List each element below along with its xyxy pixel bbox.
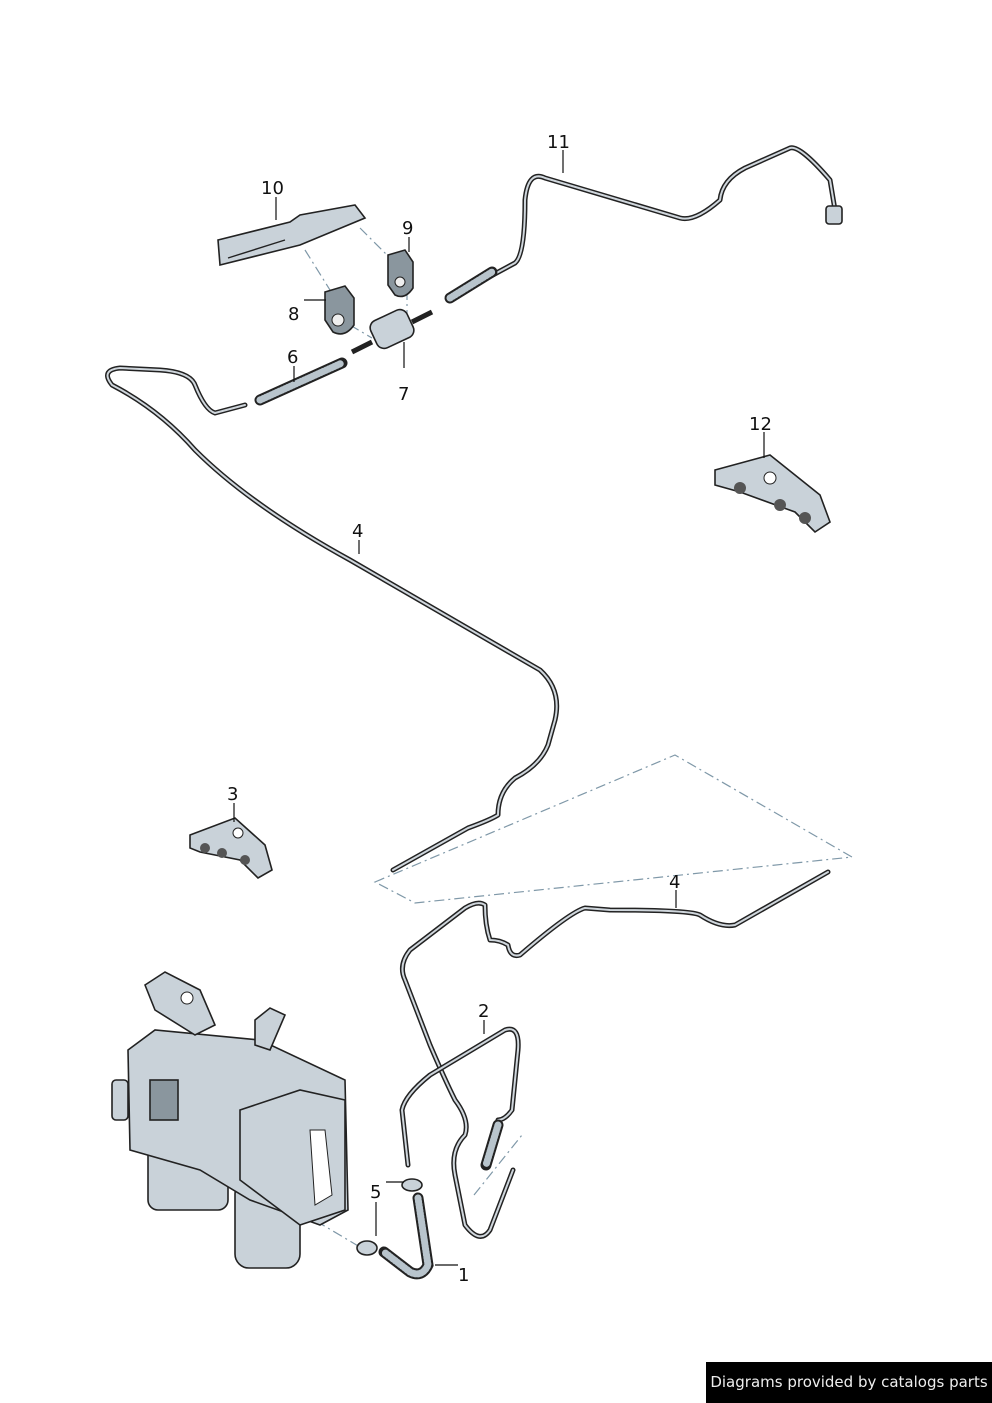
heater-unit xyxy=(111,971,349,1269)
part-4-fuel-line-lower xyxy=(399,869,831,1239)
callout-6: 6 xyxy=(287,347,298,368)
callout-4-lower: 4 xyxy=(669,872,680,893)
callout-10: 10 xyxy=(261,178,284,199)
part-8-mount xyxy=(324,285,355,335)
part-6-hose xyxy=(256,359,346,404)
callout-3: 3 xyxy=(227,784,238,805)
callout-9: 9 xyxy=(402,218,413,239)
part-4-fuel-line xyxy=(105,365,560,873)
part-7-fuel-pump xyxy=(350,308,434,355)
part-2-hose xyxy=(399,1026,521,1171)
part-5-clamp xyxy=(356,1240,378,1256)
part-5-clamp xyxy=(401,1178,423,1192)
callout-8: 8 xyxy=(288,304,299,325)
callout-2: 2 xyxy=(478,1001,489,1022)
part-11-fuel-line xyxy=(447,145,843,301)
part-3-clip xyxy=(189,817,273,879)
callout-12: 12 xyxy=(749,414,772,435)
callout-5: 5 xyxy=(370,1182,381,1203)
callout-7: 7 xyxy=(398,384,409,405)
part-10-bracket xyxy=(217,204,367,267)
callout-11: 11 xyxy=(547,132,570,153)
assembly-outline xyxy=(373,754,854,904)
callout-1: 1 xyxy=(458,1265,469,1286)
callout-4: 4 xyxy=(352,521,363,542)
part-9-mount xyxy=(387,249,414,298)
footer-credit: Diagrams provided by catalogs parts xyxy=(706,1362,992,1403)
part-12-clip xyxy=(714,454,831,534)
